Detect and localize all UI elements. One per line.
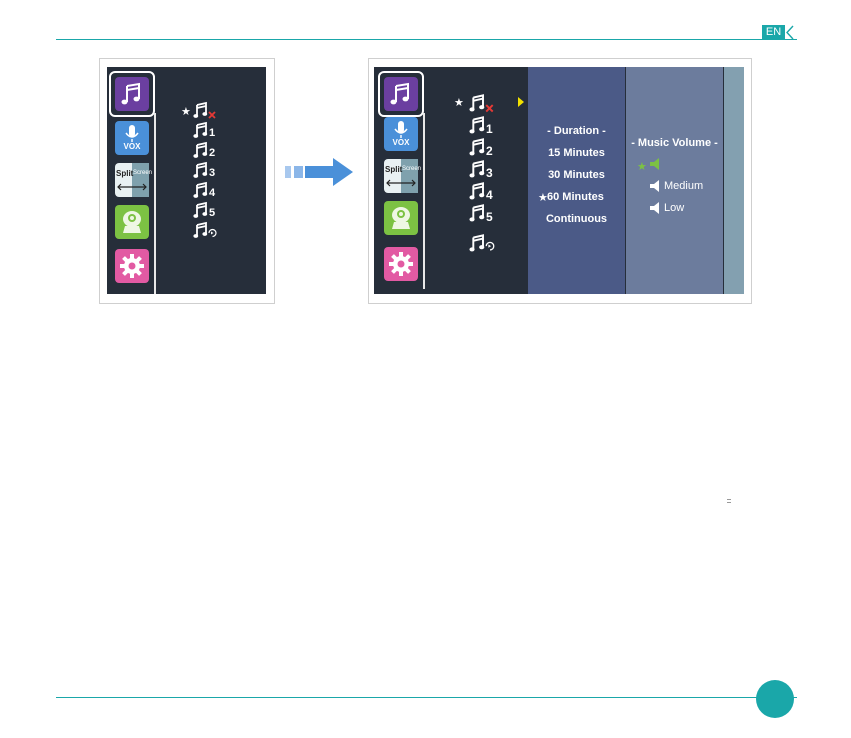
music-note-icon bbox=[115, 77, 149, 111]
vox-label: VOX bbox=[115, 142, 149, 151]
music-option-4[interactable]: 4 bbox=[469, 181, 497, 201]
selection-pointer-icon bbox=[517, 97, 525, 107]
header-rule bbox=[56, 39, 797, 40]
music-option-1[interactable]: 1 bbox=[193, 121, 219, 141]
volume-option-medium[interactable]: Medium bbox=[664, 180, 703, 192]
next-panel-edge bbox=[724, 67, 744, 294]
nav-divider bbox=[154, 113, 156, 294]
selected-star: ★ bbox=[637, 161, 647, 173]
camera-icon bbox=[115, 205, 149, 239]
split-screen-tab[interactable]: Split Screen bbox=[115, 163, 149, 197]
chevron-left-icon bbox=[784, 25, 795, 40]
music-option-5-number: 5 bbox=[486, 210, 493, 224]
music-option-off[interactable] bbox=[193, 101, 219, 121]
left-screen: VOX Split Screen bbox=[107, 67, 266, 294]
screen-label: Screen bbox=[133, 170, 152, 176]
music-option-2[interactable]: 2 bbox=[469, 137, 497, 157]
music-option-loop[interactable] bbox=[469, 233, 497, 253]
music-tab[interactable] bbox=[384, 77, 418, 111]
transition-arrow-icon bbox=[285, 158, 355, 186]
page-mark bbox=[727, 499, 731, 505]
left-screen-frame: VOX Split Screen bbox=[99, 58, 275, 304]
music-loop-icon bbox=[469, 233, 497, 255]
right-screen: VOX Split Screen bbox=[374, 67, 744, 294]
music-note-icon bbox=[384, 77, 418, 111]
camera-tab[interactable] bbox=[115, 205, 149, 239]
music-option-5[interactable]: 5 bbox=[469, 203, 497, 223]
favorite-star: ★ bbox=[454, 97, 464, 109]
screen-label: Screen bbox=[402, 166, 421, 172]
right-screen-frame: VOX Split Screen bbox=[368, 58, 752, 304]
music-option-off[interactable] bbox=[469, 93, 497, 113]
duration-option-30[interactable]: 30 Minutes bbox=[528, 169, 625, 181]
music-loop-icon bbox=[193, 221, 219, 241]
gear-icon bbox=[384, 247, 418, 281]
settings-tab[interactable] bbox=[115, 249, 149, 283]
vox-tab[interactable]: VOX bbox=[384, 117, 418, 151]
music-option-4[interactable]: 4 bbox=[193, 181, 219, 201]
music-option-4-number: 4 bbox=[209, 187, 215, 199]
music-option-loop[interactable] bbox=[193, 221, 219, 241]
split-label: Split bbox=[385, 165, 402, 174]
footer-rule bbox=[56, 697, 797, 698]
favorite-star: ★ bbox=[181, 106, 191, 118]
music-option-2-number: 2 bbox=[486, 144, 493, 158]
duration-option-continuous[interactable]: Continuous bbox=[528, 213, 625, 225]
music-option-5[interactable]: 5 bbox=[193, 201, 219, 221]
vox-label: VOX bbox=[384, 138, 418, 147]
camera-tab[interactable] bbox=[384, 201, 418, 235]
music-option-3-number: 3 bbox=[209, 167, 215, 179]
music-off-icon bbox=[469, 93, 497, 115]
music-tab[interactable] bbox=[115, 77, 149, 111]
volume-low-icon bbox=[649, 201, 663, 215]
volume-medium-icon bbox=[649, 179, 663, 193]
volume-high-icon[interactable] bbox=[649, 157, 663, 171]
language-badge: EN bbox=[762, 25, 795, 40]
music-volume-title: - Music Volume - bbox=[626, 137, 723, 149]
music-option-3[interactable]: 3 bbox=[193, 161, 219, 181]
music-off-icon bbox=[193, 101, 219, 121]
page-number-badge bbox=[756, 680, 794, 718]
duration-panel: - Duration - 15 Minutes 30 Minutes ★ 60 … bbox=[528, 67, 625, 294]
vox-tab[interactable]: VOX bbox=[115, 121, 149, 155]
nav-divider bbox=[423, 113, 425, 289]
music-option-2[interactable]: 2 bbox=[193, 141, 219, 161]
duration-option-60[interactable]: 60 Minutes bbox=[547, 191, 604, 203]
language-label: EN bbox=[762, 25, 785, 40]
music-option-1[interactable]: 1 bbox=[469, 115, 497, 135]
volume-option-low[interactable]: Low bbox=[664, 202, 684, 214]
settings-tab[interactable] bbox=[384, 247, 418, 281]
split-screen-tab[interactable]: Split Screen bbox=[384, 159, 418, 193]
music-option-5-number: 5 bbox=[209, 207, 215, 219]
camera-icon bbox=[384, 201, 418, 235]
music-option-2-number: 2 bbox=[209, 147, 215, 159]
music-option-1-number: 1 bbox=[486, 122, 493, 136]
music-volume-panel: - Music Volume - ★ Medium Low bbox=[626, 67, 723, 294]
duration-option-15[interactable]: 15 Minutes bbox=[528, 147, 625, 159]
gear-icon bbox=[115, 249, 149, 283]
music-option-1-number: 1 bbox=[209, 127, 215, 139]
music-option-3-number: 3 bbox=[486, 166, 493, 180]
split-label: Split bbox=[116, 169, 133, 178]
duration-title: - Duration - bbox=[528, 125, 625, 137]
music-option-3[interactable]: 3 bbox=[469, 159, 497, 179]
music-option-4-number: 4 bbox=[486, 188, 493, 202]
